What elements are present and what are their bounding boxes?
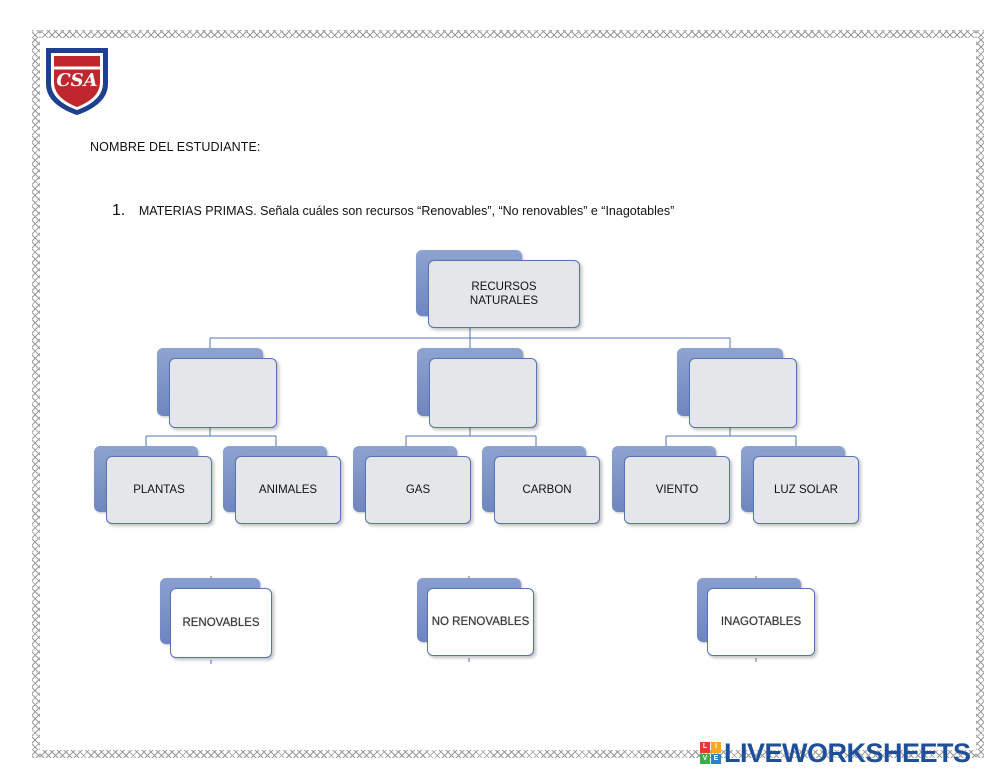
root-node: RECURSOS NATURALES xyxy=(416,250,580,330)
leaf-node-viento: VIENTO xyxy=(612,446,732,526)
school-shield-logo: CSA xyxy=(46,48,108,116)
leaf-label: ANIMALES xyxy=(235,456,341,524)
answer-card-inagotables[interactable]: INAGOTABLES xyxy=(697,578,817,658)
leaf-label: CARBON xyxy=(494,456,600,524)
leaf-node-gas: GAS xyxy=(353,446,473,526)
leaf-label: PLANTAS xyxy=(106,456,212,524)
answer-label: RENOVABLES xyxy=(170,588,272,658)
leaf-node-plantas: PLANTAS xyxy=(94,446,214,526)
question-1: 1. MATERIAS PRIMAS. Señala cuáles son re… xyxy=(112,202,674,220)
answer-card-no-renovables[interactable]: NO RENOVABLES xyxy=(417,578,535,658)
category-node-2[interactable] xyxy=(417,348,539,430)
question-text: MATERIAS PRIMAS. Señala cuáles son recur… xyxy=(138,204,675,218)
category-node-1[interactable] xyxy=(157,348,279,430)
answer-card-renovables[interactable]: RENOVABLES xyxy=(160,578,272,660)
leaf-node-animales: ANIMALES xyxy=(223,446,343,526)
liveworksheets-footer: L I V E LIVEWORKSHEETS xyxy=(700,738,971,768)
leaf-label: GAS xyxy=(365,456,471,524)
category-label-3 xyxy=(689,358,797,428)
leaf-node-carbon: CARBON xyxy=(482,446,602,526)
root-node-label: RECURSOS NATURALES xyxy=(428,260,580,328)
answer-label: INAGOTABLES xyxy=(707,588,815,656)
leaf-label: VIENTO xyxy=(624,456,730,524)
question-number: 1. xyxy=(112,202,126,219)
leaf-node-luz-solar: LUZ SOLAR xyxy=(741,446,861,526)
liveworksheets-brand: LIVEWORKSHEETS xyxy=(724,737,971,768)
category-label-1 xyxy=(169,358,277,428)
leaf-label: LUZ SOLAR xyxy=(753,456,859,524)
liveworksheets-logo-icon: L I V E xyxy=(700,742,721,764)
svg-text:CSA: CSA xyxy=(56,70,97,91)
category-node-3[interactable] xyxy=(677,348,799,430)
answer-label: NO RENOVABLES xyxy=(427,588,534,656)
category-label-2 xyxy=(429,358,537,428)
student-name-label: NOMBRE DEL ESTUDIANTE: xyxy=(90,140,261,154)
